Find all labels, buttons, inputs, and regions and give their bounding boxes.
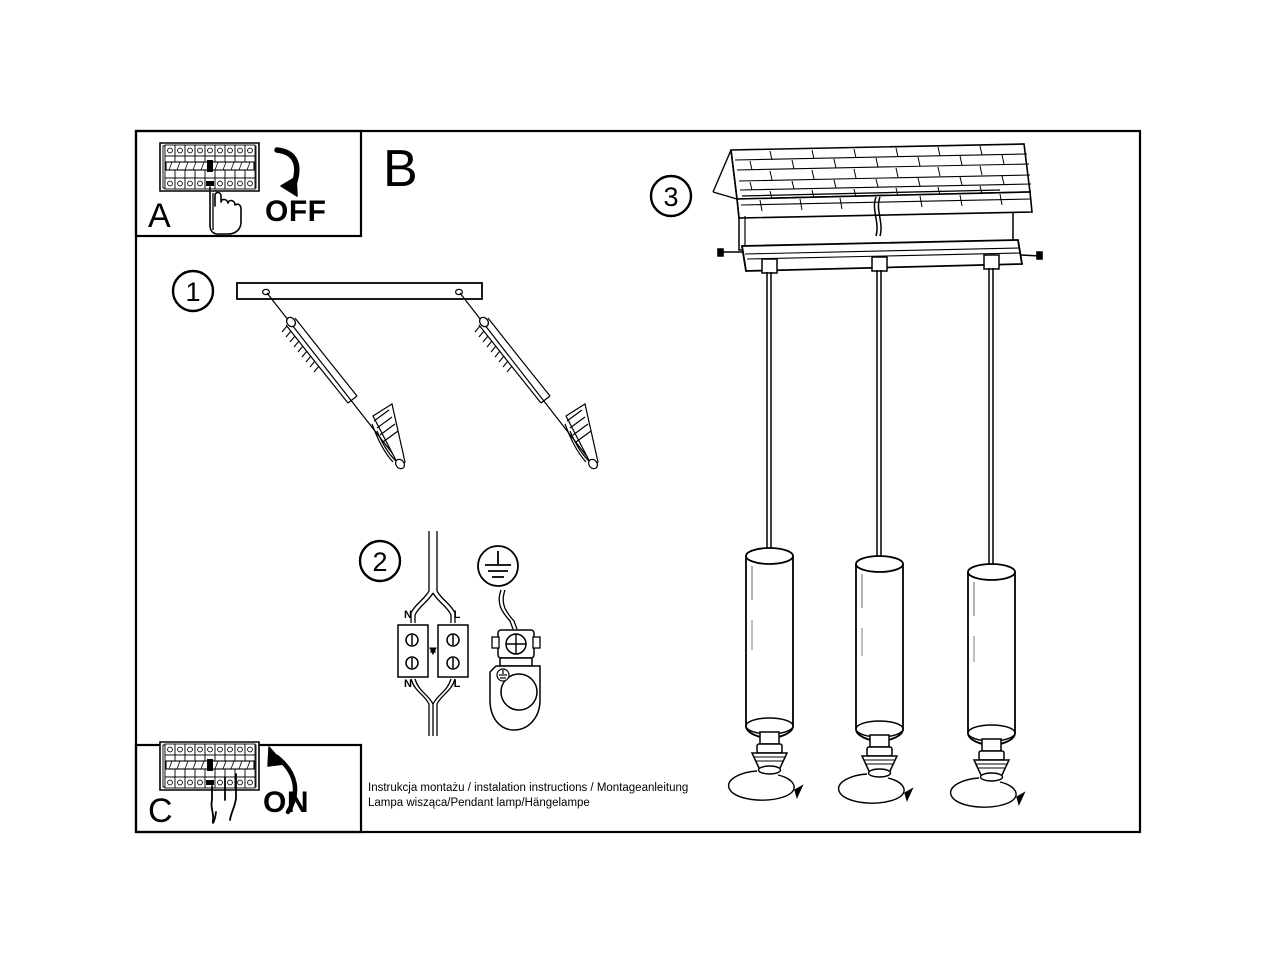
terminal-label-n-bottom: N [404, 678, 412, 690]
cylindrical-pendant-lamp-icon [855, 555, 904, 742]
circuit-breaker-panel-icon [159, 142, 260, 192]
canopy-bar-icon [717, 239, 1043, 274]
step-2-group: 2 [358, 531, 541, 736]
curved-arrow-up-icon [267, 746, 298, 815]
earth-clamp-icon [489, 629, 541, 731]
gu10-bulb-icon [972, 738, 1011, 782]
pendant-lamp-3 [949, 268, 1026, 808]
step-1-group: 1 [171, 269, 599, 470]
curved-arrow-down-icon [274, 147, 300, 197]
circuit-breaker-panel-icon [159, 741, 260, 791]
ceiling-surface-icon [712, 143, 1033, 237]
hand-pointing-icon [209, 186, 242, 235]
rotation-arrow-icon [949, 777, 1026, 808]
panel-power-off-letter: A [148, 197, 171, 235]
panel-power-off-frame [134, 129, 363, 238]
step-3-group: 3 [649, 143, 1043, 808]
step-1-badge [171, 269, 215, 313]
cylindrical-pendant-lamp-icon [967, 563, 1016, 746]
panel-power-off: A OFF [134, 129, 363, 238]
hand-pointing-icon [210, 773, 237, 824]
sheet-outer-frame [134, 129, 1142, 834]
earth-ground-symbol-icon [477, 545, 519, 587]
terminal-label-l-top: L [454, 609, 461, 621]
pendant-lamp-1 [727, 272, 804, 801]
pendant-lamp-2 [837, 270, 914, 804]
panel-power-on-state: ON [263, 786, 309, 819]
terminal-block-icon [397, 531, 469, 736]
terminal-label-n-top: N [404, 609, 412, 621]
caption-line-1: Instrukcja montażu / instalation instruc… [368, 782, 688, 794]
screw-and-plug-left [266, 292, 406, 470]
rotation-arrow-icon [837, 773, 914, 804]
gu10-bulb-icon [860, 734, 899, 778]
step-2-badge [358, 539, 402, 583]
step-1-number: 1 [185, 277, 200, 307]
cylindrical-pendant-lamp-icon [745, 547, 794, 739]
gu10-bulb-icon [750, 731, 789, 775]
caption-line-2: Lampa wisząca/Pendant lamp/Hängelampe [368, 797, 590, 809]
mounting-bar-icon [236, 282, 483, 300]
caption-block: Instrukcja montażu / instalation instruc… [368, 782, 688, 809]
step-2-number: 2 [372, 547, 387, 577]
panel-power-off-state: OFF [265, 195, 327, 228]
section-label-b: B [383, 140, 418, 198]
panel-power-on-letter: C [148, 792, 173, 830]
panel-power-on: C ON [134, 741, 363, 834]
rotation-arrow-icon [727, 770, 804, 801]
terminal-label-l-bottom: L [454, 678, 461, 690]
earth-wire [498, 589, 518, 630]
step-3-badge [649, 174, 693, 218]
screw-and-plug-right [459, 292, 599, 470]
step-3-number: 3 [663, 182, 678, 212]
